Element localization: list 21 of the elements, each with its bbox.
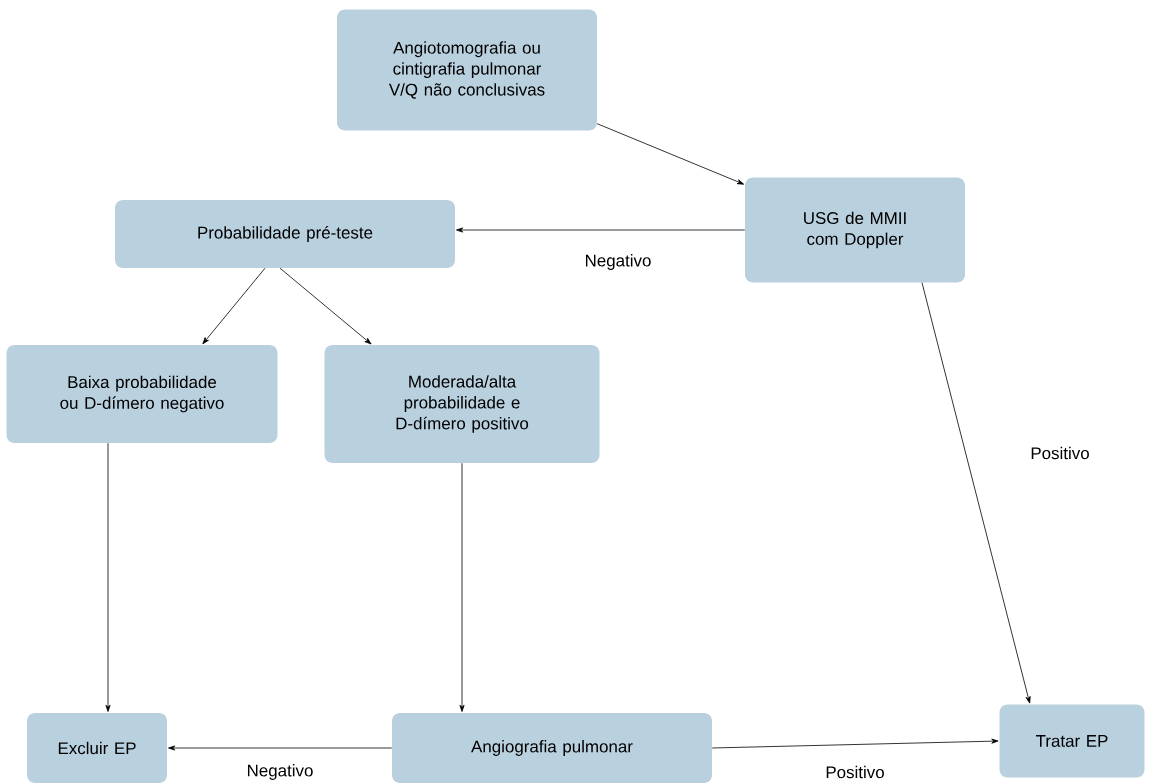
- process-box: Tratar EP: [999, 704, 1145, 778]
- arrow: [459, 462, 465, 712]
- process-box: Angiotomografia ou cintigrafia pulmonar V/Q não conclusivas: [337, 9, 597, 131]
- arrow: [921, 282, 1031, 704]
- arrow: [202, 267, 266, 345]
- edge-label: Positivo: [1029, 445, 1091, 461]
- edge-label: Negativo: [245, 763, 315, 781]
- process-box: Angiografia pulmonar: [392, 713, 712, 783]
- process-box: Baixa probabilidade ou D-dímero negativo: [6, 345, 278, 443]
- process-box: USG de MMII com Doppler: [745, 177, 965, 283]
- arrow: [168, 745, 393, 751]
- process-box: Probabilidade pré-teste: [115, 200, 455, 268]
- arrow: [105, 442, 111, 712]
- edge-label: Negativo: [583, 253, 653, 271]
- process-box: Excluir EP: [27, 713, 167, 783]
- arrow: [456, 227, 746, 233]
- edge-label: Positivo: [824, 764, 886, 780]
- arrow: [279, 267, 372, 345]
- process-box: Moderada/alta probabilidade e D-dímero positivo: [324, 345, 600, 463]
- arrow: [711, 738, 999, 749]
- arrow: [596, 123, 745, 185]
